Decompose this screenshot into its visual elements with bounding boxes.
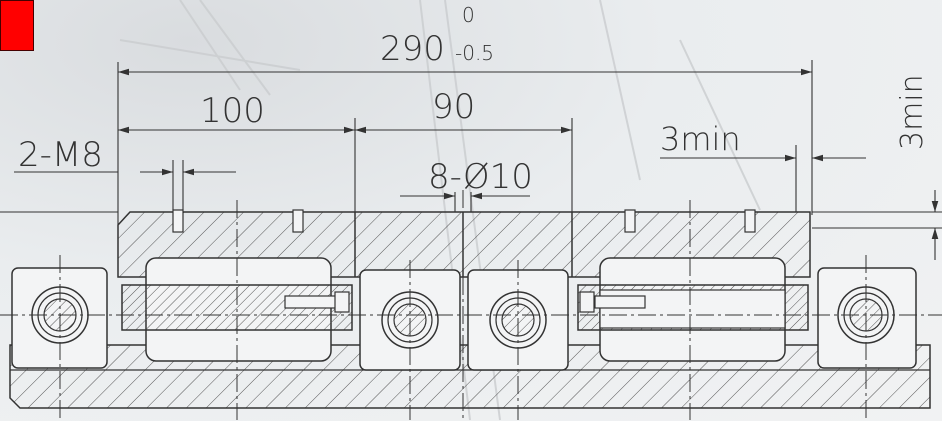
dimension-labels: 290 0 -0.5 100 90 2-M8 8-Ø10 3min 3min xyxy=(18,3,930,197)
overall-dimension-label: 290 xyxy=(380,29,445,69)
bolt-slots xyxy=(172,209,756,233)
dimension-lines xyxy=(14,68,939,260)
left-span-label: 100 xyxy=(200,91,265,131)
overall-tol-lower-label: -0.5 xyxy=(455,41,494,65)
thread-callout-label: 2-M8 xyxy=(18,135,103,175)
hole-callout-label: 8-Ø10 xyxy=(428,157,533,197)
overall-tol-upper-label: 0 xyxy=(462,3,475,27)
mid-span-label: 90 xyxy=(432,87,475,127)
right-end-block xyxy=(817,267,917,369)
right-gap-h-label: 3min xyxy=(660,120,741,158)
right-gap-v-label: 3min xyxy=(895,74,930,150)
extension-lines xyxy=(0,60,942,229)
red-marker xyxy=(0,0,34,51)
right-cavity xyxy=(577,257,809,362)
background-sketch xyxy=(119,0,761,421)
centre-lines xyxy=(0,190,942,420)
